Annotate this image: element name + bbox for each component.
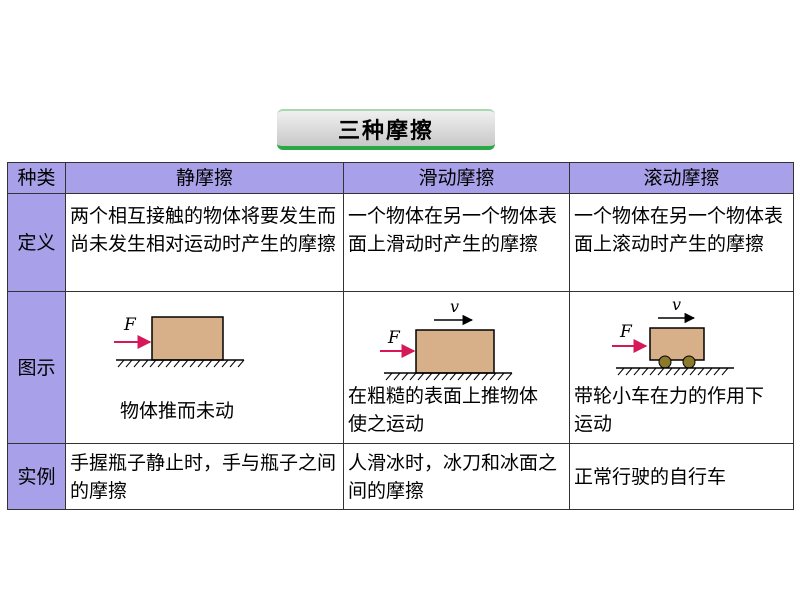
caption-sliding: 在粗糙的表面上推物体使之运动 bbox=[348, 385, 539, 435]
header-static: 静摩擦 bbox=[65, 162, 344, 194]
table-row-definition: 定义 两个相互接触的物体将要发生而尚未发生相对运动时产生的摩擦 一个物体在另一个… bbox=[7, 193, 794, 292]
sliding-force-label: F bbox=[387, 328, 401, 348]
static-force-label: F bbox=[123, 315, 137, 335]
diagram-static: F 物体推而未动 bbox=[65, 291, 344, 444]
sliding-friction-diagram: v F bbox=[380, 297, 513, 381]
diagram-rolling: v F 带轮小车在力的作用下运动 bbox=[569, 291, 794, 444]
cart-wheel-right bbox=[682, 355, 696, 369]
row-label-diagram: 图示 bbox=[7, 291, 66, 444]
friction-table: 种类 静摩擦 滑动摩擦 滚动摩擦 定义 两个相互接触的物体将要发生而尚未发生相对… bbox=[7, 162, 794, 510]
static-block bbox=[151, 316, 224, 361]
sliding-velocity-label: v bbox=[450, 297, 459, 316]
diagram-sliding: v F 在粗糙的表面上推物体使之运动 bbox=[343, 291, 570, 444]
header-sliding: 滑动摩擦 bbox=[343, 162, 570, 194]
table-row-diagram: 图示 F 物体推而未动 bbox=[7, 291, 794, 444]
page-title: 三种摩擦 bbox=[277, 109, 495, 150]
cart-wheel-left bbox=[658, 355, 672, 369]
definition-sliding: 一个物体在另一个物体表面上滑动时产生的摩擦 bbox=[343, 193, 570, 292]
caption-rolling: 带轮小车在力的作用下运动 bbox=[574, 385, 765, 435]
rolling-velocity-label: v bbox=[672, 295, 681, 314]
header-rolling: 滚动摩擦 bbox=[569, 162, 794, 194]
header-kind: 种类 bbox=[7, 162, 66, 194]
table-row-example: 实例 手握瓶子静止时，手与瓶子之间的摩擦 人滑冰时，冰刀和冰面之间的摩擦 正常行… bbox=[7, 443, 794, 510]
caption-static: 物体推而未动 bbox=[120, 400, 235, 422]
static-ground-hatch bbox=[117, 359, 245, 368]
sliding-block bbox=[415, 329, 495, 374]
sliding-ground-hatch bbox=[385, 372, 513, 381]
definition-rolling: 一个物体在另一个物体表面上滚动时产生的摩擦 bbox=[569, 193, 794, 292]
definition-static: 两个相互接触的物体将要发生而尚未发生相对运动时产生的摩擦 bbox=[65, 193, 344, 292]
row-label-definition: 定义 bbox=[7, 193, 66, 292]
rolling-friction-diagram: v F bbox=[612, 295, 734, 376]
rolling-force-label: F bbox=[619, 322, 633, 342]
example-sliding: 人滑冰时，冰刀和冰面之间的摩擦 bbox=[343, 443, 570, 510]
static-friction-diagram: F bbox=[114, 315, 245, 368]
rolling-ground-hatch bbox=[617, 367, 729, 376]
row-label-example: 实例 bbox=[7, 443, 66, 510]
example-rolling: 正常行驶的自行车 bbox=[569, 443, 794, 510]
table-header-row: 种类 静摩擦 滑动摩擦 滚动摩擦 bbox=[7, 162, 794, 194]
example-static: 手握瓶子静止时，手与瓶子之间的摩擦 bbox=[65, 443, 344, 510]
cart-body bbox=[649, 327, 705, 361]
